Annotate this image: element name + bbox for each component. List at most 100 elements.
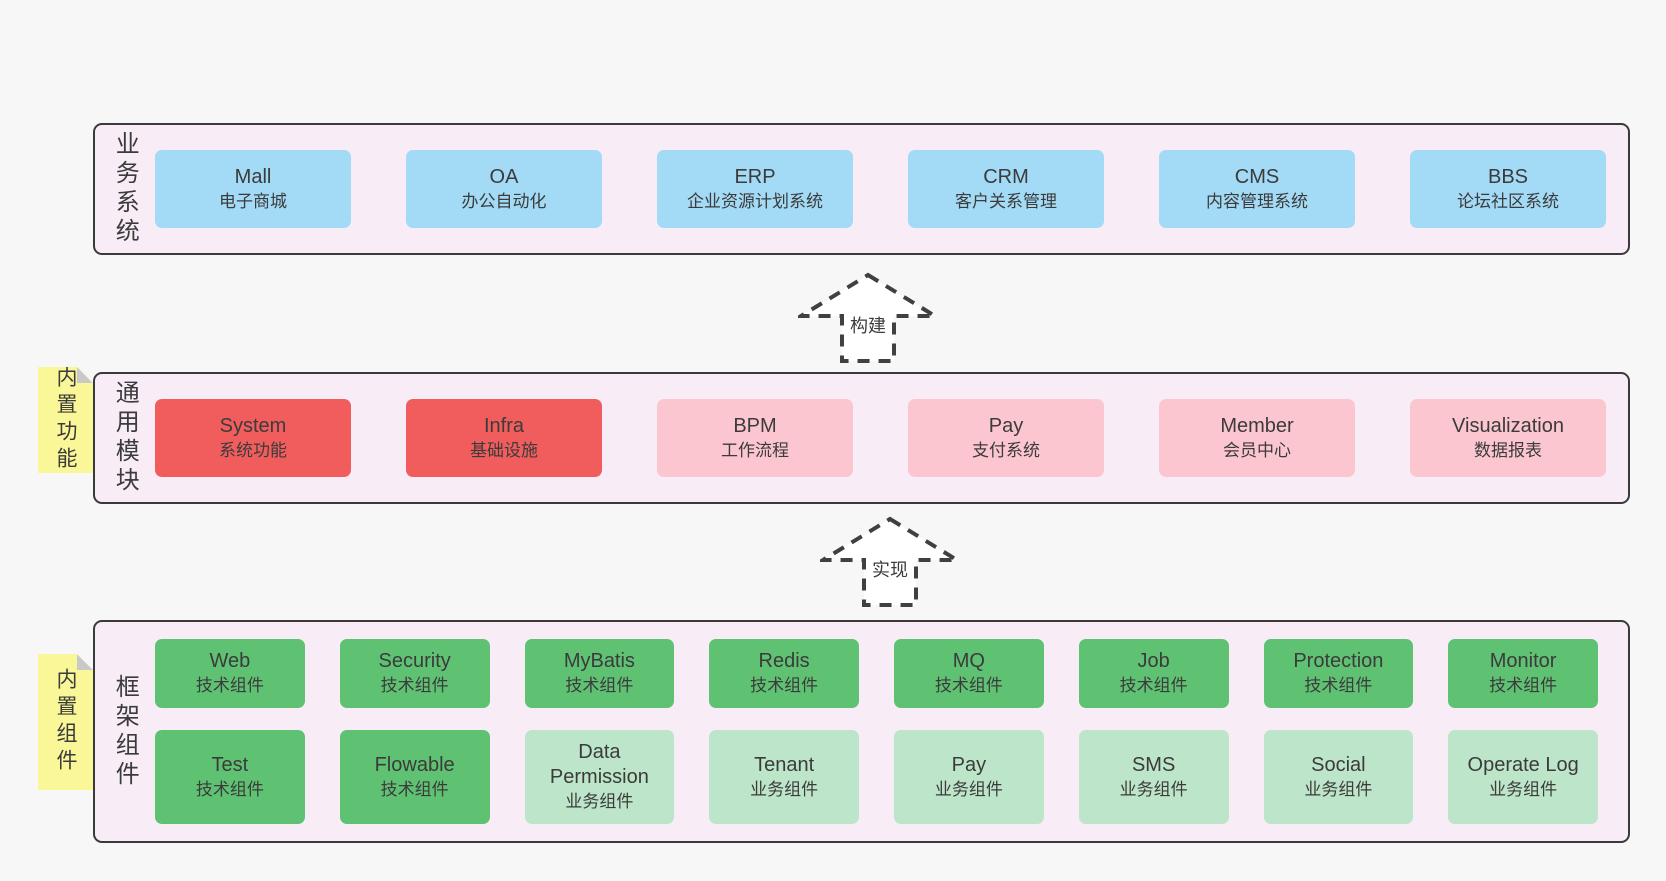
card-subtitle: 技术组件 [750,676,819,695]
sticky-note-builtin-components: 内置组件 [38,654,93,790]
card-title: Mall [234,165,272,188]
card-infra: Infra 基础设施 [406,399,602,477]
card-subtitle: 技术组件 [1119,676,1188,695]
panel-label-business: 业务系统 [95,125,153,253]
card-title: Pay [988,414,1024,437]
card-subtitle: 数据报表 [1474,440,1542,460]
card-mq: MQ 技术组件 [894,639,1044,708]
card-title: BPM [733,414,777,437]
sticky-note-text: 内置组件 [54,668,78,776]
card-bpm: BPM 工作流程 [657,399,853,477]
card-web: Web 技术组件 [155,639,305,708]
card-subtitle: 技术组件 [380,779,449,799]
card-title: SMS [1131,753,1176,776]
sticky-note-text: 内置功能 [54,366,78,474]
card-title: ERP [734,165,776,188]
card-subtitle: 技术组件 [565,676,634,695]
card-title: Web [209,650,251,672]
framework-cards-grid: Web 技术组件 Security 技术组件 MyBatis 技术组件 Redi… [153,622,1628,841]
card-title: Operate Log [1467,753,1579,776]
card-title: Redis [758,650,810,672]
card-subtitle: 业务组件 [1119,779,1188,799]
card-test: Test 技术组件 [155,730,305,824]
card-security: Security 技术组件 [339,639,490,708]
card-system: System 系统功能 [155,399,351,477]
arrow-label-bg [866,556,914,583]
card-subtitle: 系统功能 [219,440,287,460]
arrow-label: 构建 [850,316,886,336]
card-title: Test [211,753,249,776]
arrow-label-bg [844,312,892,339]
card-subtitle: 办公自动化 [461,191,547,211]
card-title: Job [1137,650,1170,672]
panel-framework-components: 框架组件 Web 技术组件 Security 技术组件 MyBatis 技术组件… [93,620,1630,843]
card-subtitle: 技术组件 [195,676,264,695]
card-subtitle: 会员中心 [1223,440,1291,460]
card-subtitle: 内容管理系统 [1206,191,1308,211]
card-subtitle: 技术组件 [195,779,264,799]
card-subtitle: 业务组件 [1304,779,1373,799]
card-subtitle: 电子商城 [219,191,287,211]
card-title: Visualization [1452,414,1564,437]
card-member: Member 会员中心 [1159,399,1355,477]
card-title: Tenant [754,753,815,776]
card-subtitle: 技术组件 [1489,676,1558,695]
card-crm: CRM 客户关系管理 [908,150,1104,228]
card-pay-business: Pay 业务组件 [894,730,1044,824]
card-subtitle: 工作流程 [721,440,789,460]
card-title: CRM [983,165,1029,188]
card-oa: OA 办公自动化 [406,150,602,228]
card-mall: Mall 电子商城 [155,150,351,228]
card-subtitle: 业务组件 [750,779,819,799]
panel-label-common: 通用模块 [95,374,153,502]
card-data-permission: Data Permission 业务组件 [524,730,675,824]
card-subtitle: 技术组件 [1304,676,1373,695]
card-subtitle: 业务组件 [934,779,1003,799]
card-subtitle: 论坛社区系统 [1457,191,1559,211]
card-title: Flowable [374,753,455,776]
card-title: Protection [1293,650,1384,672]
card-title: BBS [1487,165,1529,188]
card-title: System [219,414,287,437]
card-subtitle: 基础设施 [470,440,538,460]
card-flowable: Flowable 技术组件 [339,730,490,824]
card-subtitle: 企业资源计划系统 [687,191,823,211]
panel-label-text: 框架组件 [111,673,139,790]
card-tenant: Tenant 业务组件 [709,730,859,824]
card-job: Job 技术组件 [1078,639,1229,708]
card-social: Social 业务组件 [1263,730,1414,824]
card-title: Security [378,650,451,672]
card-title: OA [489,165,519,188]
business-cards-row: Mall 电子商城 OA 办公自动化 ERP 企业资源计划系统 CRM 客户关系… [153,125,1628,253]
card-subtitle: 业务组件 [565,792,634,811]
card-subtitle: 支付系统 [972,440,1040,460]
card-protection: Protection 技术组件 [1263,639,1414,708]
card-subtitle: 客户关系管理 [955,191,1057,211]
card-subtitle: 业务组件 [1489,779,1558,799]
card-title: MyBatis [563,650,635,672]
card-erp: ERP 企业资源计划系统 [657,150,853,228]
panel-label-text: 通用模块 [111,380,139,496]
card-visualization: Visualization 数据报表 [1410,399,1606,477]
card-redis: Redis 技术组件 [709,639,859,708]
panel-common-modules: 通用模块 System 系统功能 Infra 基础设施 BPM 工作流程 Pay… [93,372,1630,504]
card-title: Social [1311,753,1366,776]
card-title: Monitor [1489,650,1557,672]
card-title: Infra [483,414,525,437]
card-bbs: BBS 论坛社区系统 [1410,150,1606,228]
card-pay: Pay 支付系统 [908,399,1104,477]
card-mybatis: MyBatis 技术组件 [524,639,675,708]
card-title: Member [1220,414,1294,437]
arrow-implement: 实现 [820,516,960,608]
card-operate-log: Operate Log 业务组件 [1448,730,1598,824]
card-sms: SMS 业务组件 [1078,730,1229,824]
arrow-build: 构建 [798,272,938,364]
panel-label-text: 业务系统 [111,131,139,247]
card-title: Data Permission [549,741,649,788]
sticky-note-builtin-features: 内置功能 [38,367,93,473]
card-monitor: Monitor 技术组件 [1448,639,1598,708]
card-subtitle: 技术组件 [934,676,1003,695]
common-cards-row: System 系统功能 Infra 基础设施 BPM 工作流程 Pay 支付系统… [153,374,1628,502]
panel-business-systems: 业务系统 Mall 电子商城 OA 办公自动化 ERP 企业资源计划系统 CRM… [93,123,1630,255]
panel-label-framework: 框架组件 [95,622,153,841]
